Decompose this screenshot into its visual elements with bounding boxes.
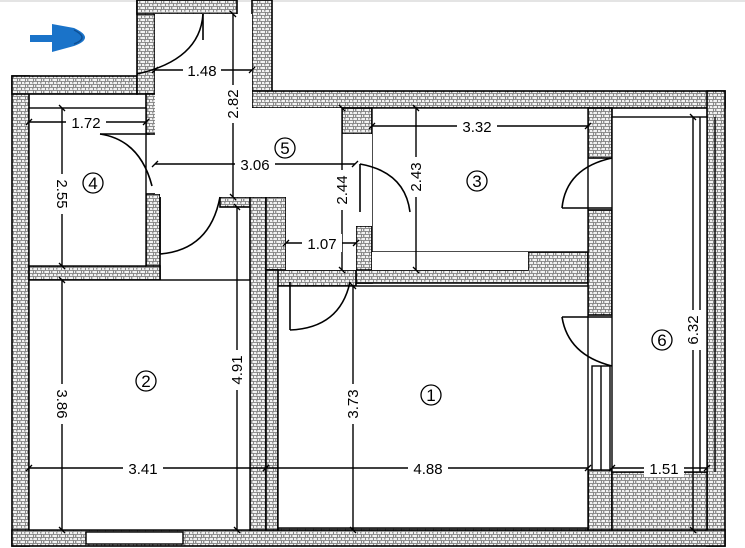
room-label-2: 2 [135, 370, 157, 392]
wall-room1-left [265, 269, 279, 531]
room-label-1: 1 [420, 384, 442, 406]
dim-1-72: 1.72 [71, 115, 100, 132]
dim-1-07: 1.07 [307, 236, 336, 253]
dim-6-32: 6.32 [685, 315, 702, 344]
dim-3-86: 3.86 [53, 389, 70, 418]
label-backgrounds [53, 61, 702, 477]
dim-2-55: 2.55 [53, 179, 70, 208]
dim-4-91: 4.91 [229, 355, 246, 384]
wall-top-right [251, 90, 726, 109]
wall-room6-left-lower [587, 469, 613, 531]
svg-text:3: 3 [472, 172, 481, 191]
wall-room3-left-top [341, 107, 373, 135]
dim-3-06: 3.06 [240, 157, 269, 174]
dim-4-88: 4.88 [413, 461, 442, 478]
door-room3-swing [561, 157, 613, 209]
room-label-5: 5 [274, 137, 296, 159]
doors [99, 13, 613, 367]
wall-right-outer [706, 90, 726, 547]
room-label-3: 3 [466, 170, 488, 192]
room-label-6: 6 [651, 329, 673, 351]
room-1-floor [277, 285, 589, 529]
room6-windows [85, 117, 716, 545]
wall-room6-left-upper [587, 107, 613, 159]
entrance-arrow-icon [30, 24, 85, 52]
door-room4-swing [99, 133, 153, 187]
dimension-labels: 1.48 2.82 1.72 3.06 3.32 2.55 2.44 2.43 … [53, 63, 702, 478]
window-room2-bottom [85, 531, 184, 545]
door-room1-swing [289, 281, 351, 331]
dim-2-82: 2.82 [225, 89, 242, 118]
dim-2-44: 2.44 [334, 175, 351, 204]
wall-left-outer [11, 75, 30, 547]
wall-room1-top-left [265, 269, 357, 287]
wall-bath-left [265, 196, 287, 280]
svg-text:1: 1 [426, 386, 435, 405]
svg-text:4: 4 [88, 174, 97, 193]
dim-3-73: 3.73 [345, 389, 362, 418]
door-entrance-swing [136, 13, 204, 75]
wall-room4-bottom [28, 265, 161, 281]
door-room6-swing [561, 316, 613, 367]
dim-3-32: 3.32 [462, 119, 491, 136]
door-room2-swing [159, 196, 221, 255]
room-3-floor-lower [372, 252, 528, 270]
wall-entrance-top [136, 0, 238, 15]
room-labels: 1 2 3 4 5 6 [82, 137, 673, 406]
wall-top-left [11, 75, 138, 95]
svg-text:6: 6 [657, 331, 666, 350]
door-bath-swing [359, 163, 411, 213]
wall-room2-right [249, 196, 267, 531]
corridor-gap [155, 94, 160, 194]
room-label-4: 4 [82, 172, 104, 194]
svg-text:2: 2 [141, 372, 150, 391]
dim-3-41: 3.41 [128, 461, 157, 478]
dim-1-51: 1.51 [649, 461, 678, 478]
wall-room6-left-middle [587, 209, 613, 316]
svg-text:5: 5 [280, 139, 289, 158]
dim-2-43: 2.43 [408, 162, 425, 191]
dim-1-48: 1.48 [187, 63, 216, 80]
